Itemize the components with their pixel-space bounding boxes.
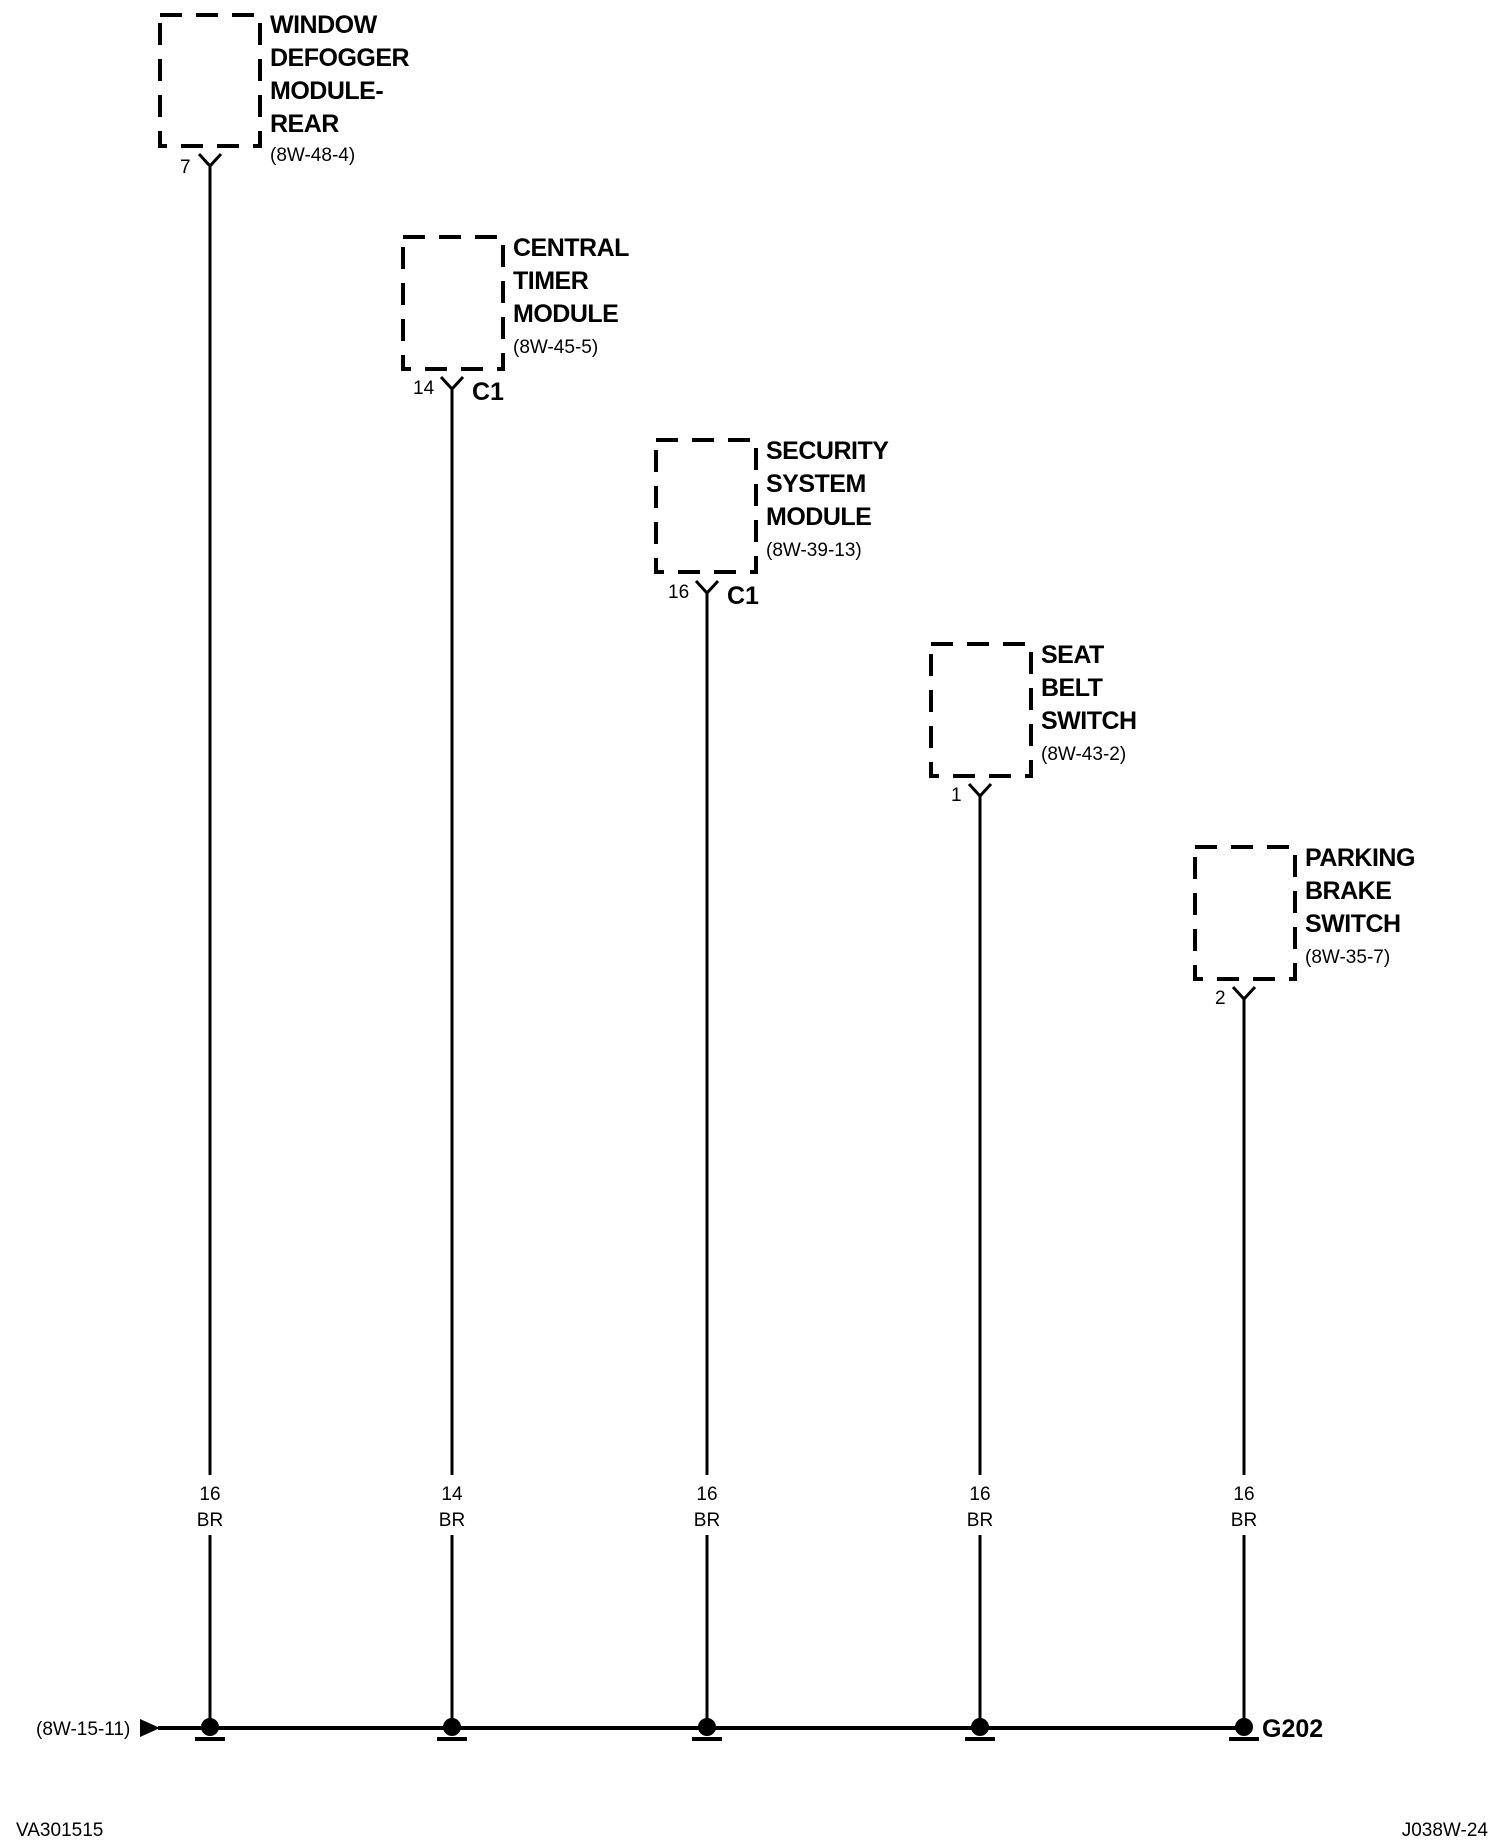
component-name-line: SWITCH — [1305, 910, 1401, 938]
pin-number: 14 — [413, 378, 435, 399]
wire-label-bg — [966, 1475, 994, 1535]
page-code: J038W-24 — [1402, 1820, 1489, 1841]
splice-node — [195, 1718, 225, 1741]
wire-gauge: 16 — [969, 1484, 990, 1505]
component-name-line: BRAKE — [1305, 877, 1391, 905]
splice-node — [692, 1718, 722, 1741]
wire-color: BR — [1231, 1510, 1257, 1531]
connector-id: C1 — [472, 378, 504, 406]
wire-label-bg — [693, 1475, 721, 1535]
component-name-line: CENTRAL — [513, 234, 629, 262]
ground-node — [1229, 1718, 1259, 1741]
component-box — [929, 642, 1033, 778]
component-ref: (8W-39-13) — [766, 540, 862, 561]
connector-id: C1 — [727, 582, 759, 610]
component-central-timer-module: CENTRAL TIMER MODULE (8W-45-5) 14 C1 14 … — [401, 234, 630, 1720]
wire-gauge: 16 — [199, 1484, 220, 1505]
wire-label-bg — [1230, 1475, 1258, 1535]
pin-number: 7 — [180, 157, 191, 178]
wire-gauge: 14 — [441, 1484, 463, 1505]
pin-number: 1 — [951, 785, 962, 806]
splice-node — [965, 1718, 995, 1741]
component-box — [654, 438, 758, 574]
component-ref: (8W-43-2) — [1041, 744, 1126, 765]
bus-input-ref: (8W-15-11) — [36, 1719, 130, 1740]
wire-color: BR — [967, 1510, 993, 1531]
component-name-line: SECURITY — [766, 437, 889, 465]
component-ref: (8W-35-7) — [1305, 947, 1390, 968]
arrow-right-icon — [140, 1719, 160, 1737]
component-window-defogger-module-rear: WINDOW DEFOGGER MODULE- REAR (8W-48-4) 7… — [158, 11, 410, 1720]
wire-gauge: 16 — [1233, 1484, 1254, 1505]
component-ref: (8W-45-5) — [513, 337, 598, 358]
component-name-line: TIMER — [513, 267, 589, 295]
component-name-line: SYSTEM — [766, 470, 866, 498]
component-box — [1193, 845, 1297, 981]
component-box — [401, 235, 505, 371]
pin-number: 2 — [1215, 988, 1226, 1009]
component-name-line: REAR — [270, 110, 339, 138]
wire-label-bg — [438, 1475, 466, 1535]
component-name-line: WINDOW — [270, 11, 378, 39]
component-name-line: MODULE — [766, 503, 871, 531]
component-box — [158, 13, 262, 148]
component-name-line: MODULE- — [270, 77, 383, 105]
component-name-line: DEFOGGER — [270, 44, 410, 72]
component-name-line: SEAT — [1041, 641, 1104, 669]
pin-number: 16 — [668, 582, 689, 603]
wire-color: BR — [197, 1510, 223, 1531]
component-parking-brake-switch: PARKING BRAKE SWITCH (8W-35-7) 2 16 BR — [1193, 844, 1415, 1720]
component-ref: (8W-48-4) — [270, 145, 355, 166]
wire-color: BR — [694, 1510, 720, 1531]
ground-bus: (8W-15-11) G202 — [36, 1715, 1323, 1743]
component-seat-belt-switch: SEAT BELT SWITCH (8W-43-2) 1 16 BR — [929, 641, 1137, 1720]
ground-label: G202 — [1262, 1715, 1323, 1743]
wire-color: BR — [439, 1510, 465, 1531]
wire-gauge: 16 — [696, 1484, 717, 1505]
component-name-line: SWITCH — [1041, 707, 1137, 735]
component-name-line: MODULE — [513, 300, 618, 328]
figure-code: VA301515 — [16, 1820, 103, 1841]
component-name-line: PARKING — [1305, 844, 1415, 872]
component-security-system-module: SECURITY SYSTEM MODULE (8W-39-13) 16 C1 … — [654, 437, 890, 1720]
wire-label-bg — [196, 1475, 224, 1535]
splice-node — [437, 1718, 467, 1741]
component-name-line: BELT — [1041, 674, 1103, 702]
